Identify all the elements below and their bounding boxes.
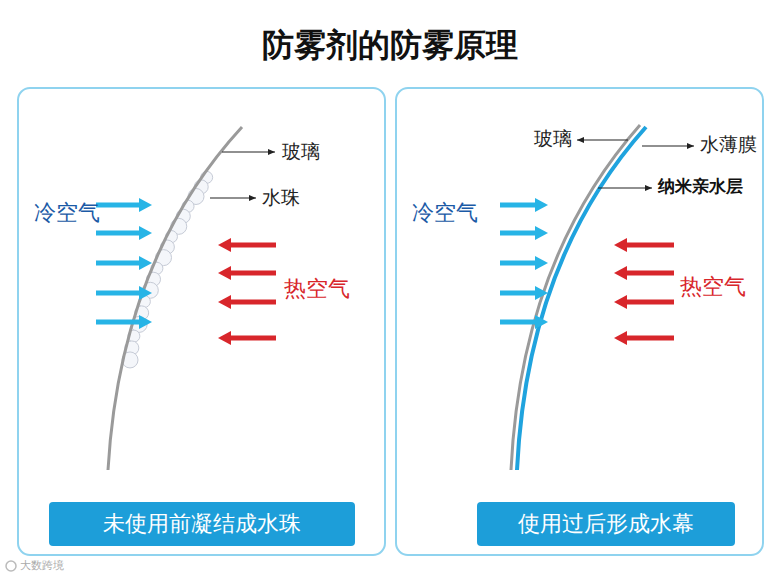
caption-band: 未使用前凝结成水珠 bbox=[49, 502, 355, 546]
part-label: 玻璃 bbox=[282, 140, 320, 163]
air-arrows bbox=[96, 198, 674, 345]
part-label: 水薄膜 bbox=[700, 133, 757, 156]
glass bbox=[511, 125, 640, 470]
air-label: 热空气 bbox=[284, 276, 350, 302]
panel-border bbox=[18, 88, 385, 555]
air-label: 冷空气 bbox=[412, 200, 478, 226]
caption-text: 使用过后形成水幕 bbox=[518, 511, 694, 537]
watermark: 大数跨境 bbox=[20, 559, 64, 572]
title: 防雾剂的防雾原理 bbox=[0, 26, 780, 64]
caption-band: 使用过后形成水幕 bbox=[477, 502, 735, 546]
panel-border bbox=[396, 88, 763, 555]
watermark-icon bbox=[6, 561, 16, 571]
caption-text: 未使用前凝结成水珠 bbox=[103, 511, 301, 537]
air-label: 热空气 bbox=[680, 274, 746, 300]
part-label: 纳米亲水层 bbox=[658, 176, 743, 196]
part-label: 玻璃 bbox=[534, 127, 572, 150]
water-droplets bbox=[122, 171, 213, 368]
part-label: 水珠 bbox=[262, 186, 300, 209]
hydrophilic-layer bbox=[517, 127, 646, 470]
air-label: 冷空气 bbox=[34, 200, 100, 226]
glass bbox=[108, 127, 242, 470]
